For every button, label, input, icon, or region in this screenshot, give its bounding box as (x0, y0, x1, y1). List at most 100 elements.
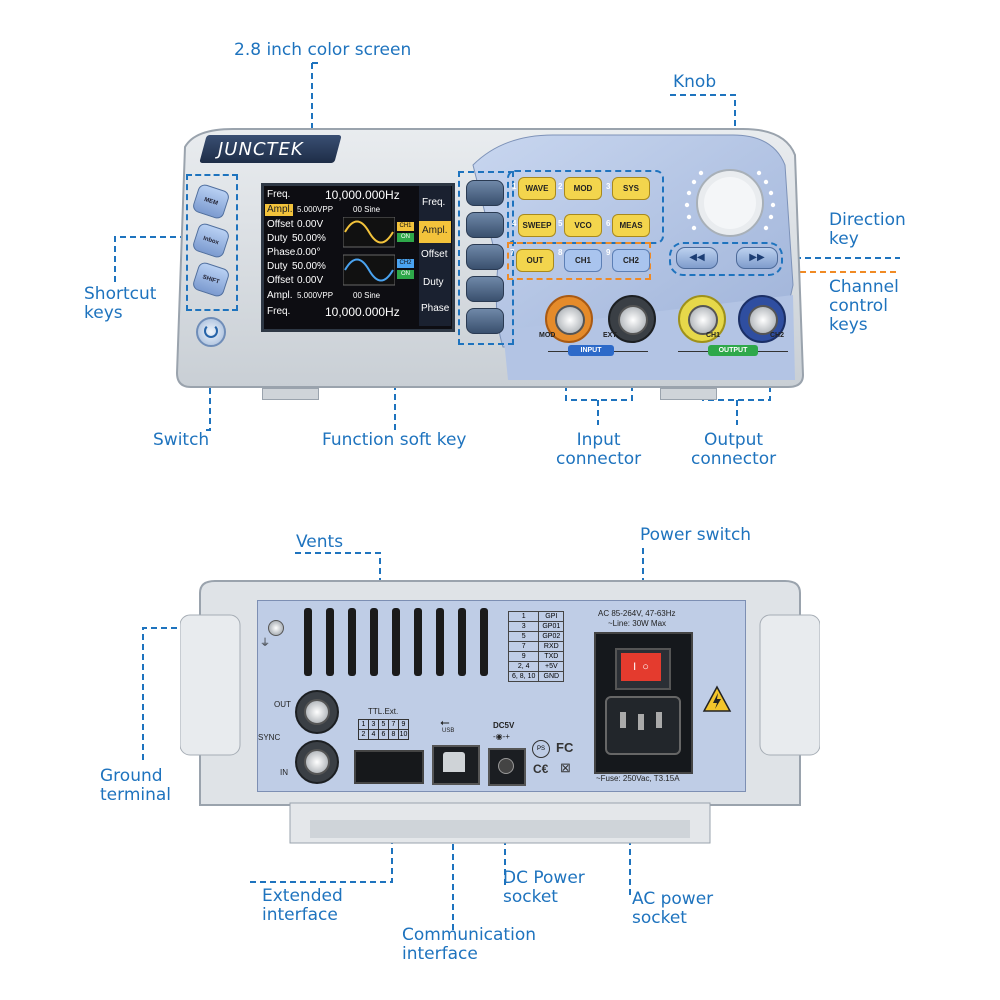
ground-terminal[interactable] (268, 620, 284, 636)
soft-key-1[interactable] (466, 180, 504, 206)
screen-row-value: 50.00% (292, 233, 326, 244)
ch1-badge: CH1 (397, 222, 414, 231)
callout-screen: 2.8 inch color screen (234, 40, 412, 60)
warning-icon (702, 685, 732, 712)
screen-row-label: Phase. (267, 247, 299, 258)
screen-row-value: 5.000VPP (297, 205, 334, 214)
ch1-key[interactable]: CH1 (564, 249, 602, 272)
key-num: 9 (606, 248, 611, 257)
knob[interactable] (673, 155, 783, 255)
ch1-on-badge: ON (397, 233, 414, 242)
front-foot-right (660, 388, 717, 400)
soft-key-4[interactable] (466, 276, 504, 302)
callout-vents: Vents (296, 532, 344, 552)
dc-polarity: -◉-+ (493, 732, 510, 741)
soft-key-2[interactable] (466, 212, 504, 238)
ch2-on-badge: ON (397, 270, 414, 279)
dc-label: DC5V (493, 721, 515, 730)
mod-label: MOD (539, 332, 556, 339)
iec-pins (620, 712, 662, 736)
right-arrow-key[interactable]: ▶▶ (736, 247, 778, 269)
shortcut-key-frame (186, 174, 238, 311)
ttl-label: TTL.Ext. (368, 707, 399, 716)
ch2-connector-core (748, 305, 778, 335)
weee-mark: ⊠ (560, 760, 571, 775)
ac-spec: AC 85-264V, 47-63Hz (598, 609, 676, 618)
out-key[interactable]: OUT (516, 249, 554, 272)
mod-key[interactable]: MOD (564, 177, 602, 200)
sweep-key[interactable]: SWEEP (518, 214, 556, 237)
ch1-label: CH1 (706, 332, 721, 339)
screen-row-label: Duty (267, 261, 288, 272)
sync-label: SYNC (258, 733, 281, 742)
ext-connector-core (618, 305, 648, 335)
key-num: 5 (558, 219, 563, 228)
key-num: 2 (558, 182, 563, 191)
soft-key-frame (458, 171, 514, 345)
input-tag: INPUT (568, 345, 614, 356)
ground-symbol: ⏚ (260, 638, 270, 649)
out-label: OUT (274, 700, 291, 709)
fc-mark: FC (556, 740, 574, 755)
ch1-connector-core (688, 305, 718, 335)
fuse-label: ~Fuse: 250Vac, T3.15A (596, 774, 680, 783)
screen-row-value: 5.000VPP (297, 291, 334, 300)
callout-function-soft-key: Function soft key (322, 430, 467, 450)
screen-row-label: Freq. (267, 306, 291, 317)
pse-mark: PS (532, 740, 550, 758)
ttl-connector[interactable] (354, 750, 424, 784)
screen-row-extra: 00 Sine (353, 205, 381, 214)
menu-highlight (419, 221, 451, 243)
wave-key[interactable]: WAVE (518, 177, 556, 200)
in-label: IN (280, 768, 288, 777)
sync-out-core (304, 699, 330, 725)
screen-row-value: 50.00% (292, 261, 326, 272)
key-num: 8 (558, 248, 563, 257)
key-num: 7 (510, 248, 515, 257)
vents (304, 608, 488, 676)
power-switch-rocker: I ○ (621, 653, 661, 681)
screen-row-value: 10,000.000Hz (325, 305, 400, 319)
dc-socket-pin (498, 758, 514, 774)
left-arrow-key[interactable]: ◀◀ (676, 247, 718, 269)
menu-item-ampl: Ampl. (422, 225, 448, 236)
screen-row-label: Offset (267, 275, 294, 286)
sys-key[interactable]: SYS (612, 177, 650, 200)
ext-label: EXT (603, 332, 617, 339)
callout-power-switch: Power switch (640, 525, 752, 545)
callout-switch: Switch (153, 430, 210, 450)
screen-row-label: Freq. (267, 189, 291, 200)
lcd-menu (419, 186, 451, 326)
ch2-key[interactable]: CH2 (612, 249, 650, 272)
brand-logo: JUNCTEK (218, 139, 304, 160)
screen-row-value: 0.00° (297, 247, 321, 258)
soft-key-5[interactable] (466, 308, 504, 334)
ch2-label: CH2 (770, 332, 785, 339)
menu-item-phase: Phase (421, 303, 450, 314)
direction-key-frame (669, 242, 783, 276)
vco-key[interactable]: VCO (564, 214, 602, 237)
front-foot-left (262, 388, 319, 400)
key-num: 1 (512, 182, 517, 191)
meas-key[interactable]: MEAS (612, 214, 650, 237)
screen-row-value: 0.00V (297, 275, 324, 286)
screen-row-label: Duty (267, 233, 288, 244)
sync-in-core (304, 749, 330, 775)
key-num: 3 (606, 182, 611, 191)
dc-socket[interactable] (488, 748, 526, 786)
ac-line: ~Line: 30W Max (608, 619, 667, 628)
screen-row-label: Ampl. (267, 290, 293, 301)
menu-item-duty: Duty (423, 277, 444, 288)
soft-key-3[interactable] (466, 244, 504, 270)
screen-row-label: Offset (267, 219, 294, 230)
front-panel: JUNCTEK MEM Inbox SHIFT Freq. 10,000.000… (173, 125, 806, 393)
callout-knob: Knob (673, 72, 717, 92)
ce-mark: C€ (533, 762, 549, 776)
